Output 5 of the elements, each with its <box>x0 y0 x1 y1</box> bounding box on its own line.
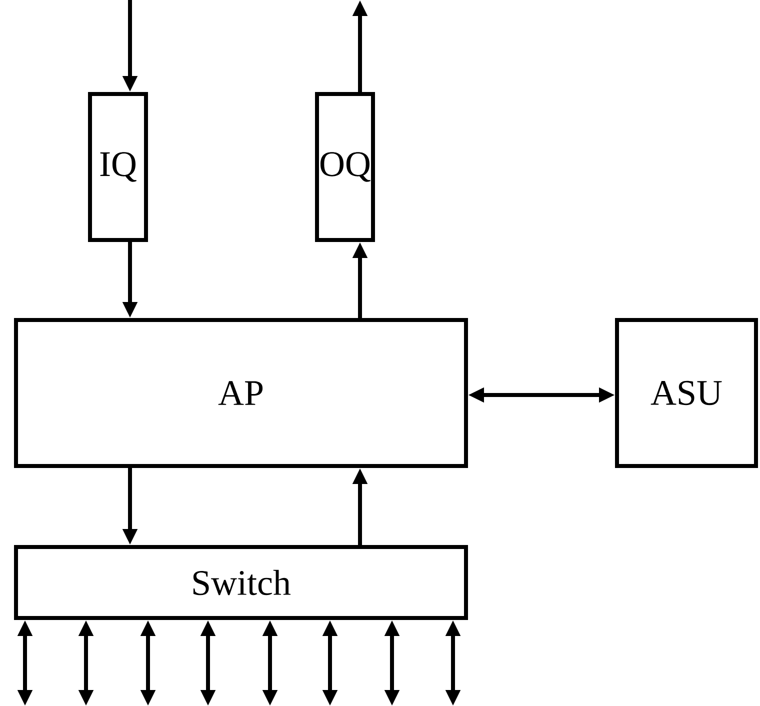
queue-box: IQ <box>88 92 148 242</box>
queue-box: OQ <box>315 92 375 242</box>
switch-box: Switch <box>14 544 468 620</box>
processor-box: AP <box>14 318 468 468</box>
unit-box: ASU <box>615 318 758 468</box>
